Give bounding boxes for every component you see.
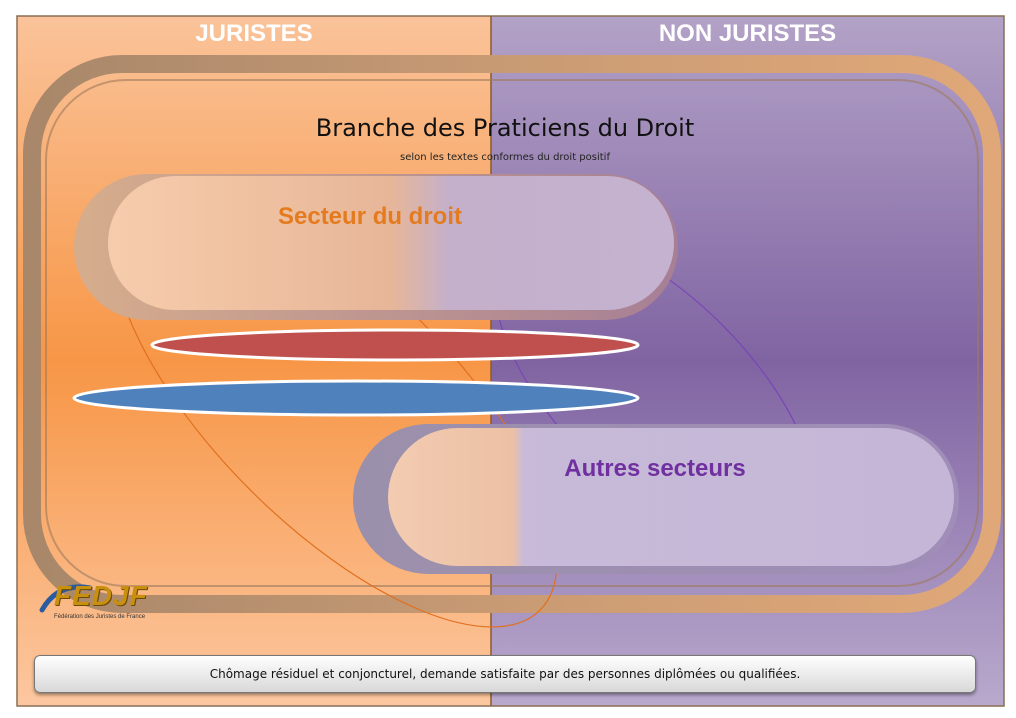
footer-note-box: Chômage résiduel et conjoncturel, demand…	[34, 655, 976, 693]
branche-frame-inner	[45, 79, 979, 587]
branche-title: Branche des Praticiens du Droit	[315, 114, 695, 142]
footer-note-text: Chômage résiduel et conjoncturel, demand…	[209, 667, 801, 681]
fedjf-logo: FEDJF Fédération des Juristes de France	[38, 578, 168, 626]
non-juristes-header: NON JURISTES	[658, 20, 837, 47]
branche-subtitle: selon les textes conformes du droit posi…	[400, 152, 610, 163]
logo-name: FEDJF	[54, 580, 148, 611]
red-ellipse	[150, 328, 640, 362]
branche-frame	[23, 55, 1001, 613]
autres-secteurs-label: Autres secteurs	[564, 455, 746, 482]
logo-swoosh-icon	[39, 584, 93, 613]
blue-ellipse	[72, 379, 640, 417]
outer-border	[16, 15, 1005, 707]
secteur-droit-label: Secteur du droit	[277, 203, 463, 230]
logo-tagline: Fédération des Juristes de France	[54, 614, 146, 620]
secteur-droit-pill	[108, 176, 674, 310]
autres-secteurs-pill	[388, 428, 954, 566]
juristes-header: JURISTES	[195, 20, 313, 47]
non-juristes-panel	[491, 16, 1004, 706]
